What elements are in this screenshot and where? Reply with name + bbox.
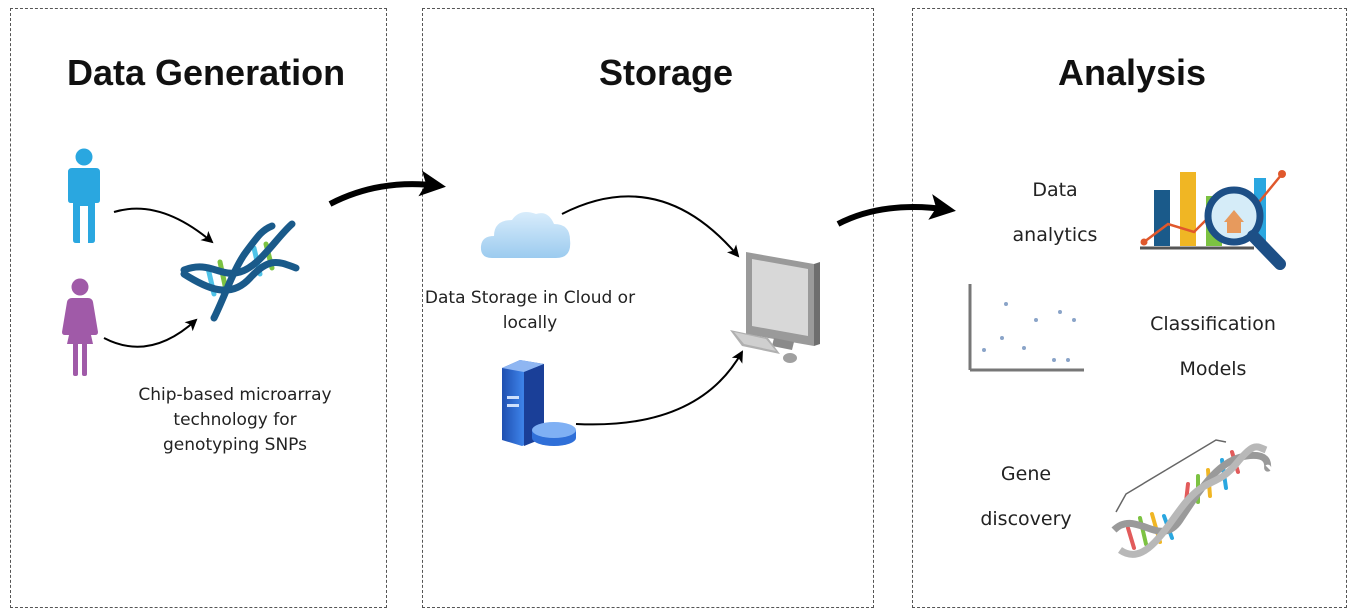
dna-double-helix-icon	[1111, 439, 1272, 558]
data-generation-panel	[10, 8, 387, 608]
storage-title: Storage	[599, 52, 734, 93]
cloud-icon	[480, 212, 571, 258]
desktop-computer-icon	[730, 252, 820, 363]
bar-chart-magnifier-icon	[1140, 170, 1286, 270]
microarray-caption: Chip-based microarray technology for gen…	[138, 385, 332, 455]
gene-discovery-label: Gene discovery	[980, 463, 1072, 530]
female-person-icon	[62, 278, 98, 376]
data-analytics-label: Data analytics	[1012, 179, 1098, 246]
storage-caption: Data Storage in Cloud or locally	[424, 288, 636, 333]
classification-models-label: Classification Models	[1150, 313, 1276, 380]
analysis-title: Analysis	[1058, 52, 1207, 93]
dna-strand-icon	[180, 220, 300, 322]
male-person-icon	[68, 148, 100, 243]
analysis-panel	[912, 8, 1347, 608]
data-generation-title: Data Generation	[67, 52, 346, 93]
storage-panel	[422, 8, 874, 608]
scatter-plot-icon	[968, 284, 1084, 372]
server-database-icon	[502, 360, 576, 446]
